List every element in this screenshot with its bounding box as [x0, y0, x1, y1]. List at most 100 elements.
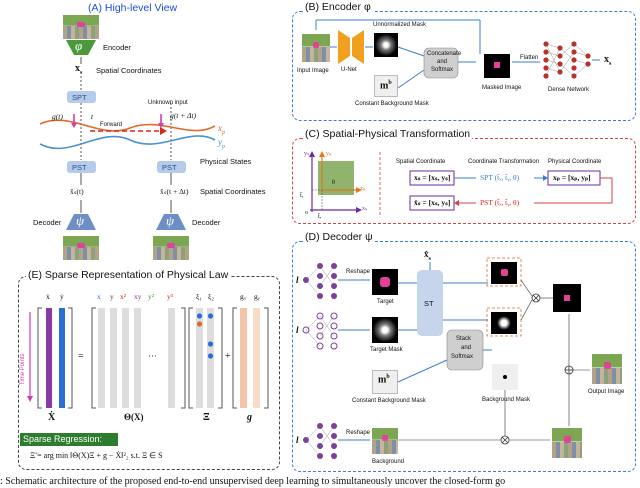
xdot-matrix-label: Ẋ: [48, 412, 56, 423]
axis-theta: θ: [332, 180, 335, 186]
term-x2: x²: [120, 292, 126, 301]
physical-states-label: Physical States: [200, 157, 252, 166]
reshape-label-2: Reshape: [346, 430, 371, 436]
panel-d-frame: [292, 241, 636, 472]
st-label: ST: [424, 299, 434, 308]
term-y3: y³: [167, 292, 173, 301]
xhat-tdt-label: x̂ₛ(t + Δt): [160, 187, 189, 196]
psi-symbol-1: ψ: [76, 213, 85, 228]
input-image-label: Input Image: [297, 68, 329, 74]
xi-1: ξ₁: [196, 292, 202, 301]
psi-symbol-2: ψ: [166, 213, 175, 228]
yp-legend: yp: [218, 137, 225, 150]
input-image-thumb: [63, 15, 99, 39]
encoder-label: Encoder: [103, 43, 131, 52]
axis-ty: t̃ᵧ: [300, 193, 304, 199]
decoder-net-3: [303, 423, 337, 459]
concat-line-3: Softmax: [431, 67, 454, 73]
spatial-coordinates-label-2: Spatial Coordinates: [200, 187, 266, 196]
latent-l-1: l: [296, 275, 299, 285]
term-y2: y²: [148, 292, 154, 301]
xhat-t-label: x̂ₛ(t): [70, 187, 84, 196]
background-mask-image: [492, 364, 518, 390]
ydot-header: ẏ: [60, 292, 64, 301]
sparse-regression-label: Sparse Regression:: [23, 434, 103, 444]
decoder-mb-symbol: mb: [378, 374, 390, 386]
background-image: [372, 428, 398, 454]
axis-yp: yₚ: [326, 151, 332, 157]
xdot-column: [46, 308, 52, 408]
output-thumb-2: [153, 236, 189, 260]
dense-network-label: Dense Network: [548, 87, 590, 93]
xp-equation: xₚ = [xₚ, yₚ]: [553, 173, 591, 182]
gx-column: [240, 308, 247, 408]
target-image: [372, 269, 398, 295]
theta-matrix-label: Θ(X): [124, 412, 144, 422]
xs-equation: xₛ = [xₛ, yₛ]: [414, 173, 451, 182]
pst-label-2: PST: [162, 163, 177, 172]
axis-xp: xₚ: [360, 186, 366, 192]
forward-label: Forward: [100, 122, 123, 128]
panel-c-title: (C) Spatial-Physical Transformation: [303, 128, 473, 140]
gy-column: [253, 308, 260, 408]
spatial-coordinates-label: Spatial Coordinates: [96, 66, 162, 75]
target-mask-label: Target Mask: [370, 347, 403, 353]
decoder-xhat-input: x̂s: [424, 249, 431, 262]
unknown-input-label: Unknown input: [148, 100, 188, 106]
term-x: x: [97, 292, 101, 301]
unnormalized-mask-image: [374, 33, 398, 57]
output-image-label: Output Image: [588, 389, 625, 395]
masked-background: [552, 428, 582, 458]
gt-label: g(t): [52, 112, 63, 121]
xs-label: xs: [75, 63, 83, 77]
sparse-regression-banner: [20, 433, 118, 446]
decoder-constant-bg-mask: [372, 370, 398, 394]
yp-curve: [39, 135, 216, 150]
axis-origin: o: [305, 210, 308, 216]
output-image: [592, 354, 622, 384]
latent-l-2: l: [296, 325, 299, 335]
g-vector-label: g: [247, 412, 252, 423]
xdot-header: ẋ: [46, 292, 50, 301]
unnormalized-mask-label: Unnormalized Mask: [373, 22, 427, 28]
xp-curve: [39, 119, 216, 132]
encoder-trapezoid: [66, 40, 96, 55]
panel-a-title: (A) High-level View: [88, 2, 178, 14]
stack-line-1: Stack: [456, 336, 472, 342]
time-points-label: Time Points: [20, 353, 26, 385]
flatten-label: Flatten: [520, 55, 539, 61]
target-label: Target: [377, 299, 394, 305]
decoder-label-2: Decoder: [192, 218, 221, 227]
panel-e-title: (E) Sparse Representation of Physical La…: [26, 269, 231, 281]
pst-box-1: [67, 161, 96, 173]
spt-transform: SPT (t̃ₓ, t̃ᵧ, θ): [480, 173, 520, 182]
pst-transform: PST (t̃ₓ, t̃ᵧ, θ): [480, 198, 520, 207]
stack-line-3: Softmax: [451, 354, 474, 360]
unet-label: U-Net: [341, 67, 357, 73]
concat-line-2: and: [437, 59, 448, 65]
xp-legend: xp: [218, 123, 225, 136]
panel-d-title: (D) Decoder ψ: [303, 231, 375, 243]
figure-caption: : Schematic architecture of the proposed…: [0, 476, 506, 487]
sparse-regression-formula: Ξ̃ = arg min ‖Θ(X)Ξ + g − Ẋ‖²₂ s.t. Ξ ∈ …: [30, 451, 163, 460]
st-box: [417, 270, 443, 336]
t-label: t: [91, 112, 94, 121]
encoder-xs-output: xs: [604, 54, 612, 68]
mb-symbol: mb: [380, 80, 392, 92]
axis-ys: yₛ: [304, 151, 310, 157]
transformed-target: [491, 262, 517, 284]
phi-symbol: φ: [75, 38, 83, 53]
decoder-constant-bg-label: Constant Background Mask: [352, 398, 426, 404]
spt-box: [67, 91, 96, 103]
panel-b-title: (B) Encoder φ: [303, 1, 373, 13]
masked-image: [484, 54, 510, 78]
constant-bg-mask-box: [374, 75, 398, 97]
panel-b-frame: [292, 11, 636, 121]
background-mask-label: Background Mask: [482, 397, 531, 403]
encoder-input-image: [302, 34, 330, 62]
plus-sign: +: [225, 351, 231, 362]
